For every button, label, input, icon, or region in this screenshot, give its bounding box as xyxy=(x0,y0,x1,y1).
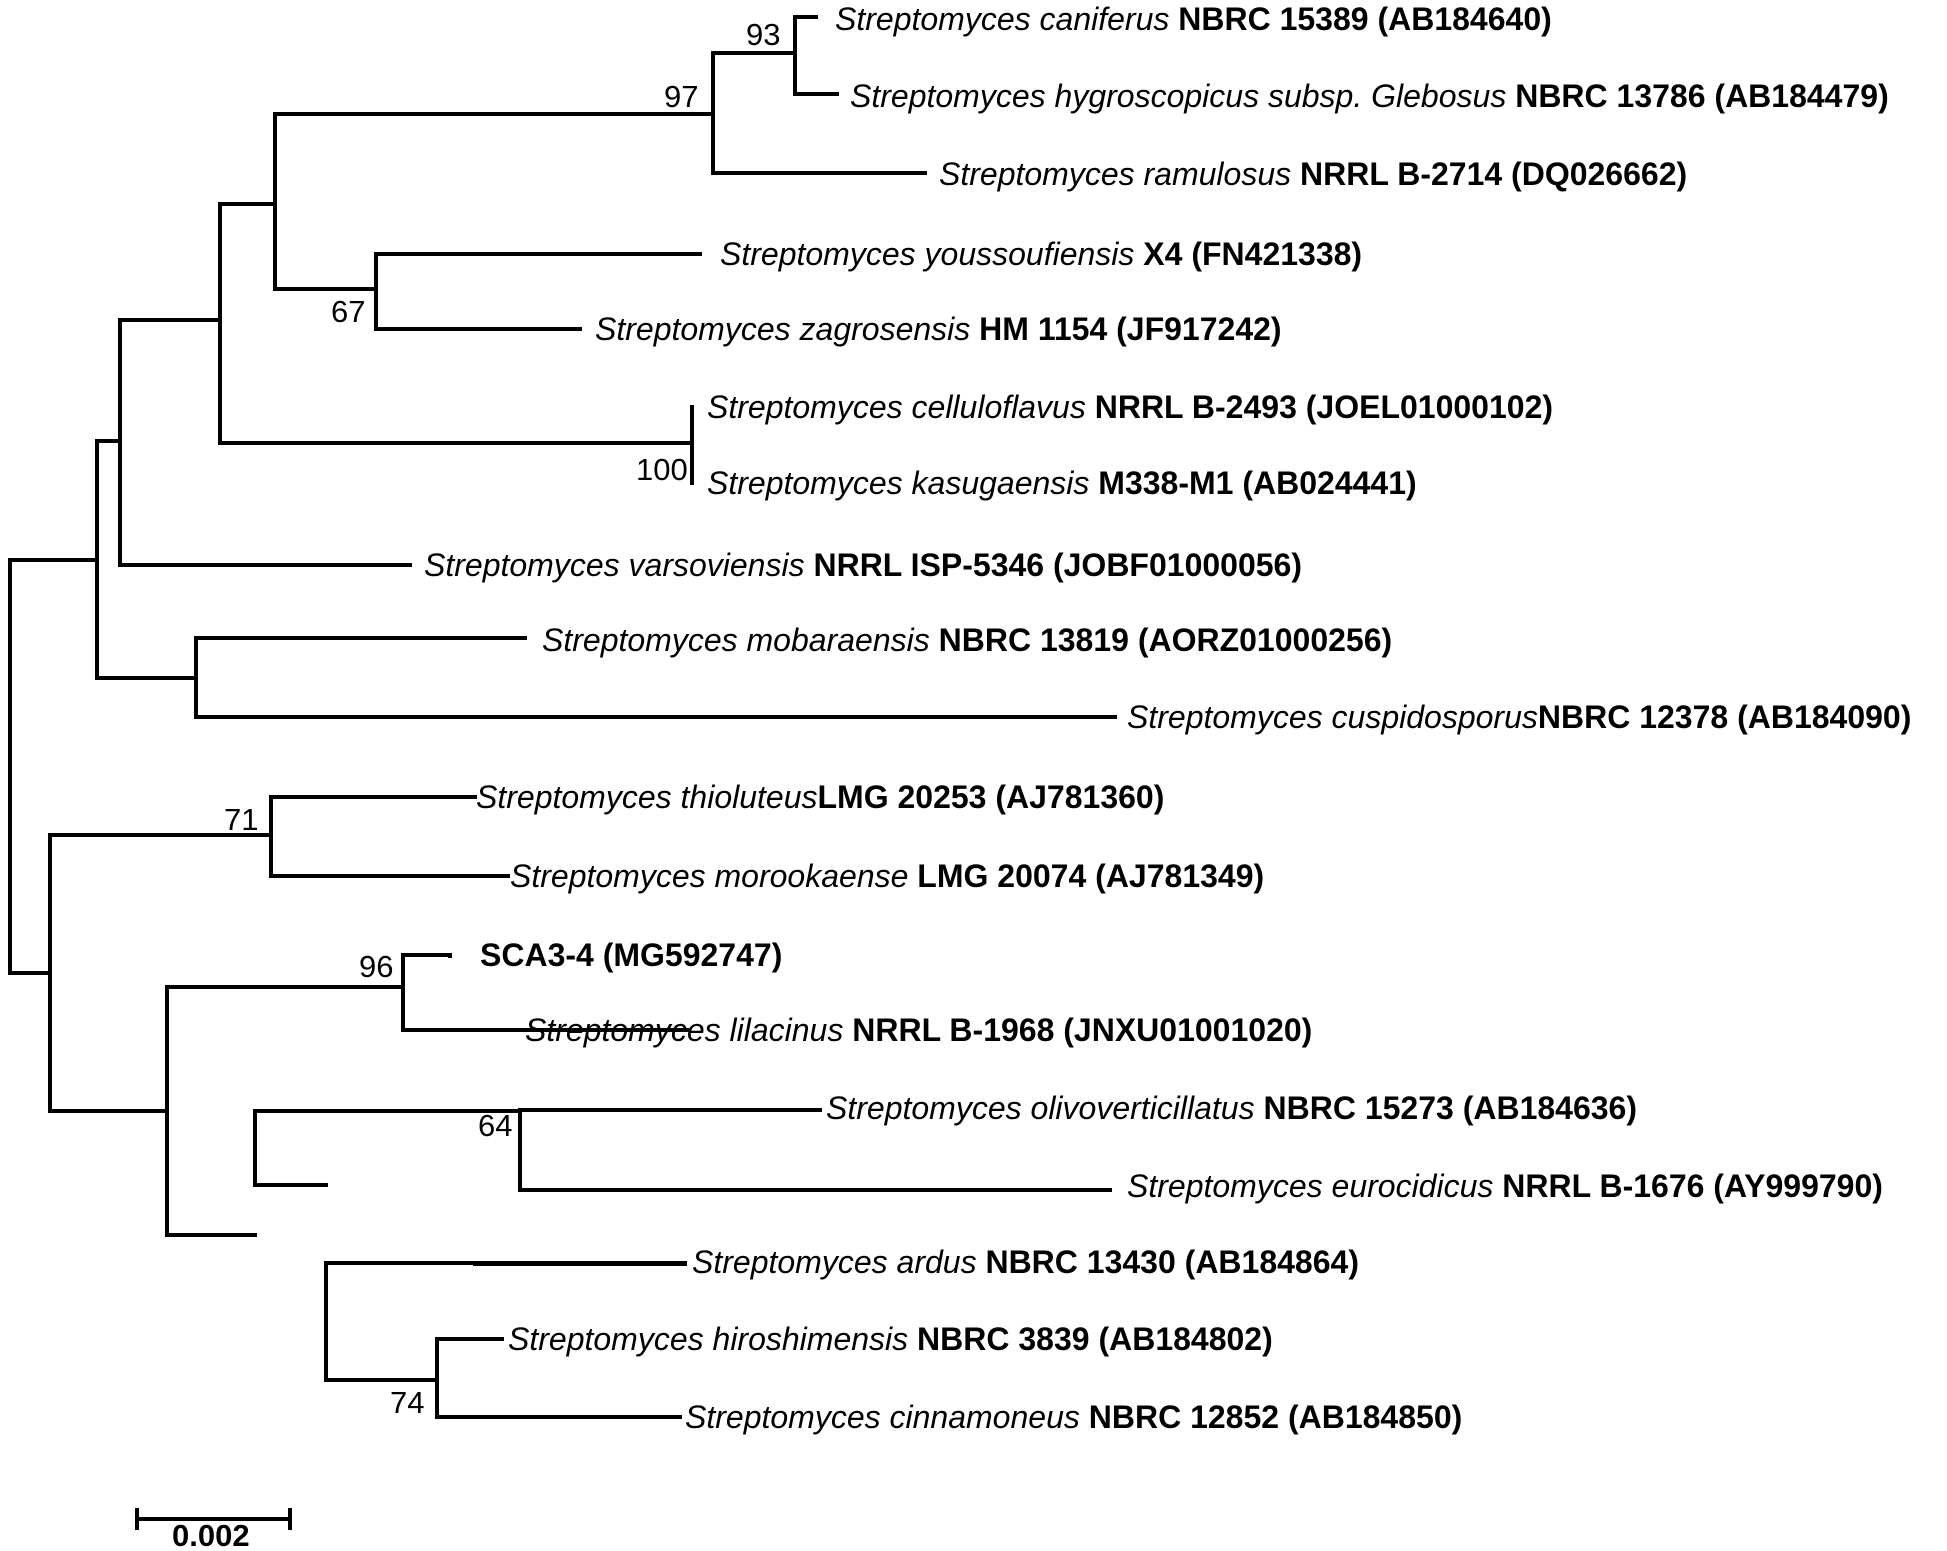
leaf-label: Streptomyces cinnamoneus NBRC 12852 (AB1… xyxy=(685,1399,1462,1435)
leaf-label: Streptomyces thioluteusLMG 20253 (AJ7813… xyxy=(476,779,1164,815)
bootstrap-value: 96 xyxy=(359,949,393,984)
leaf-labels: Streptomyces caniferus NBRC 15389 (AB184… xyxy=(424,1,1911,1435)
bootstrap-values: 93 97 67 100 71 96 64 74 xyxy=(224,17,780,1420)
leaf-label: Streptomyces morookaense LMG 20074 (AJ78… xyxy=(510,858,1264,894)
leaf-label: Streptomyces youssoufiensis X4 (FN421338… xyxy=(720,236,1362,272)
scale-bar: 0.002 xyxy=(135,1508,292,1551)
bootstrap-value: 64 xyxy=(478,1108,512,1143)
leaf-label: Streptomyces caniferus NBRC 15389 (AB184… xyxy=(835,1,1552,37)
bootstrap-value: 71 xyxy=(224,802,258,837)
leaf-label: Streptomyces ardus NBRC 13430 (AB184864) xyxy=(692,1244,1359,1280)
leaf-label: Streptomyces hygroscopicus subsp. Glebos… xyxy=(850,78,1889,114)
leaf-label: SCA3-4 (MG592747) xyxy=(480,937,782,973)
bootstrap-value: 100 xyxy=(636,452,688,487)
leaf-label: Streptomyces celluloflavus NRRL B-2493 (… xyxy=(707,389,1553,425)
leaf-label: Streptomyces cuspidosporusNBRC 12378 (AB… xyxy=(1127,699,1911,735)
bootstrap-value: 67 xyxy=(331,294,365,329)
leaf-label: Streptomyces ramulosus NRRL B-2714 (DQ02… xyxy=(939,156,1687,192)
scale-bar-line xyxy=(135,1508,292,1530)
leaf-label: Streptomyces hiroshimensis NBRC 3839 (AB… xyxy=(508,1321,1273,1357)
leaf-label: Streptomyces zagrosensis HM 1154 (JF9172… xyxy=(595,311,1282,347)
leaf-label: Streptomyces mobaraensis NBRC 13819 (AOR… xyxy=(542,622,1392,658)
bootstrap-value: 97 xyxy=(664,79,698,114)
leaf-label: Streptomyces lilacinus NRRL B-1968 (JNXU… xyxy=(525,1012,1312,1048)
leaf-label: Streptomyces eurocidicus NRRL B-1676 (AY… xyxy=(1127,1168,1883,1204)
leaf-label: Streptomyces olivoverticillatus NBRC 152… xyxy=(826,1090,1637,1126)
scale-bar-label: 0.002 xyxy=(172,1518,250,1551)
bootstrap-value: 93 xyxy=(746,17,780,52)
leaf-label: Streptomyces kasugaensis M338-M1 (AB0244… xyxy=(707,465,1417,501)
leaf-label: Streptomyces varsoviensis NRRL ISP-5346 … xyxy=(424,547,1302,583)
tree-branches xyxy=(8,15,1117,1419)
bootstrap-value: 74 xyxy=(390,1385,424,1420)
